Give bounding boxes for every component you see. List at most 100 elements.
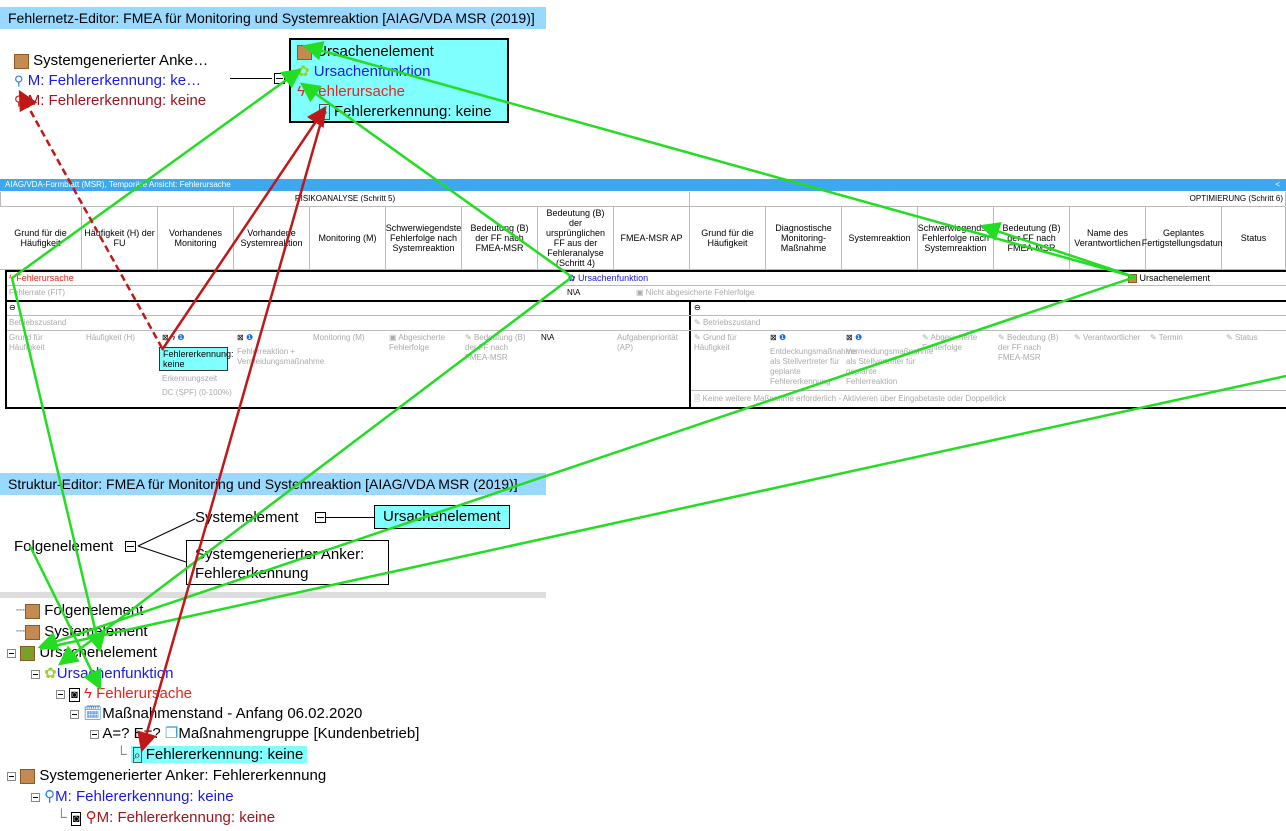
tree-item[interactable]: ┄ Systemelement [16, 623, 148, 640]
tree-item[interactable]: └ ◙ ⚲M: Fehlererkennung: keine [56, 809, 276, 826]
cell-fehlerreaktion[interactable]: Fehlerreaktion + Vermeidungsmaßnahme [237, 347, 324, 367]
tree-toggle[interactable] [56, 689, 65, 699]
focus-ursachenelement[interactable]: Ursachenelement [297, 43, 434, 61]
tree-selected[interactable]: ⌕ Fehlererkennung: keine [130, 746, 308, 763]
cell-dc[interactable]: DC (SPF) (0-100%) [162, 388, 232, 398]
col-header[interactable]: Bedeutung (B) der FF nach FMEA-MSR [994, 207, 1070, 270]
betriebszustand-cell[interactable]: Betriebszustand [9, 318, 66, 327]
col-header[interactable]: Monitoring (M) [310, 207, 386, 270]
cell-termin[interactable]: ✎ Termin [1150, 333, 1183, 342]
col-header[interactable]: Häufigkeit (H) der FU [82, 207, 158, 270]
cell-vermeidung[interactable]: Vermeidungsmaßnahme als Stellvertreter f… [846, 347, 933, 387]
focus-fehlererkennung[interactable]: ⌕ Fehlererkennung: keine [319, 103, 492, 121]
collapse-toggle[interactable] [274, 73, 285, 84]
nicht-abgesichert-cell[interactable]: ▣ Nicht abgesicherte Fehlerfolge [636, 288, 755, 297]
col-header[interactable]: Systemreaktion [842, 207, 918, 270]
cell-text: Monitoring (M) [313, 333, 365, 342]
tree-item[interactable]: Systemgenerierter Anker: Fehlererkennung [7, 766, 326, 786]
tree-toggle[interactable] [7, 648, 16, 658]
netz-left-item-anker[interactable]: Systemgenerierter Anke… [14, 52, 208, 70]
keine-weitere-cell[interactable]: 🗎 Keine weitere Maßnahme erforderlich - … [694, 394, 1007, 403]
cell-fehlererkennung[interactable]: Fehlererkennung: keine [159, 347, 234, 371]
cell-bedeutung[interactable]: ✎ Bedeutung (B) der FF nach FMEA-MSR [465, 333, 526, 362]
row-ursachenelement[interactable]: Ursachenelement [1128, 273, 1210, 284]
cell-text: Bedeutung (B) der FF nach FMEA-MSR [998, 333, 1059, 362]
col-header[interactable]: Vorhandene Systemreaktion [234, 207, 310, 270]
col-header[interactable]: Bedeutung (B) der FF nach FMEA-MSR [462, 207, 538, 270]
cell-abgesichert[interactable]: ▣ Abgesicherte Fehlerfolge [389, 333, 446, 352]
cell-ap[interactable]: Aufgabenpriorität (AP) [617, 333, 687, 353]
tree-item[interactable]: Ursachenelement [7, 643, 157, 663]
fehlerrate-cell[interactable]: Fehlerrate (FIT) [9, 288, 65, 297]
col-header[interactable]: Vorhandenes Monitoring [158, 207, 234, 270]
col-header[interactable]: Name des Verantwortlichen [1070, 207, 1146, 270]
col-header[interactable]: Bedeutung (B) der ursprünglichen FF aus … [538, 207, 614, 270]
cell-icons[interactable]: ⊠ ❶ [237, 333, 254, 342]
tree-toggle[interactable] [90, 729, 99, 739]
col-header[interactable]: Schwerwiegendste Fehlerfolge nach System… [386, 207, 462, 270]
cell-haeufigkeit[interactable]: Häufigkeit (H) [86, 333, 135, 342]
network-icon: ◙ [70, 812, 82, 826]
struktur-systemelement[interactable]: Systemelement [195, 509, 298, 527]
cell-na[interactable]: N\A [541, 333, 554, 342]
expand-icon[interactable]: ⊖ [9, 303, 16, 312]
row-fehlerursache[interactable]: ϟ Fehlerursache [9, 273, 74, 283]
struktur-ursachenelement[interactable]: Ursachenelement [374, 505, 510, 529]
tree-item[interactable]: ┄ Folgenelement [16, 602, 144, 619]
focus-ursachenfunktion[interactable]: ✿ Ursachenfunktion [297, 63, 430, 81]
cell-erkennungszeit[interactable]: Erkennungszeit [162, 374, 217, 383]
netz-left-item-monitoring[interactable]: ⚲ M: Fehlererkennung: ke… [14, 72, 201, 90]
betriebszustand-cell[interactable]: ✎ Betriebszustand [694, 318, 761, 327]
col-header-label: Bedeutung (B) der FF nach FMEA-MSR [1002, 223, 1061, 253]
focus-label: Ursachenfunktion [313, 63, 431, 80]
struktur-folgenelement[interactable]: Folgenelement [14, 538, 113, 556]
tree-item[interactable]: └ ⌕ Fehlererkennung: keine [116, 745, 308, 765]
cell-bedeutung-opt[interactable]: ✎ Bedeutung (B) der FF nach FMEA-MSR [998, 333, 1059, 362]
section-risk: RISIKOANALYSE (Schritt 5) [0, 192, 690, 207]
struktur-titlebar: Struktur-Editor: FMEA für Monitoring und… [0, 473, 546, 495]
cell-monitoring[interactable]: Monitoring (M) [313, 333, 365, 342]
tree-toggle[interactable] [7, 771, 16, 781]
focus-fehlerursache[interactable]: ϟ Fehlerursache [297, 83, 405, 101]
expand-icon[interactable]: ⊖ [694, 303, 701, 312]
col-header[interactable]: Status [1222, 207, 1286, 270]
cell-entdeckung[interactable]: Entdeckungsmaßnahme als Stellvertreter f… [770, 347, 857, 387]
collapse-button[interactable]: < [1275, 180, 1280, 189]
cell-status[interactable]: ✎ Status [1226, 333, 1258, 342]
cell-icons[interactable]: ⊠ ❶ [770, 333, 787, 342]
tree-item[interactable]: ⚲M: Fehlererkennung: keine [31, 787, 234, 807]
col-header[interactable]: Grund für die Häufigkeit [0, 207, 82, 270]
cell-icons[interactable]: ⊠ ❶ [846, 333, 863, 342]
collapse-toggle[interactable] [315, 512, 326, 523]
cell-text: DC (SPF) (0-100%) [162, 388, 232, 397]
netz-left-item-fehler[interactable]: ⚲ M: Fehlererkennung: keine [14, 92, 206, 110]
tree-item[interactable]: 🗓Maßnahmenstand - Anfang 06.02.2020 [70, 704, 362, 724]
col-header[interactable]: Diagnostische Monitoring-Maßnahme [766, 207, 842, 270]
element-icon [1128, 274, 1137, 284]
col-header-label: Schwerwiegendste Fehlerfolge nach System… [917, 223, 994, 253]
collapse-toggle[interactable] [125, 541, 136, 552]
cell-icons[interactable]: ⊠ ϟ ❶ [162, 333, 185, 342]
cell-grund[interactable]: Grund für Häufigkeit [9, 333, 79, 353]
splitter[interactable] [0, 592, 546, 598]
tree-toggle[interactable] [31, 792, 40, 802]
cell-grund-opt[interactable]: ✎ Grund für Häufigkeit [694, 333, 737, 352]
col-header[interactable]: FMEA-MSR AP [614, 207, 690, 270]
col-header[interactable]: Geplantes Fertigstellungsdatum [1142, 207, 1225, 270]
tree-toggle[interactable] [31, 669, 40, 679]
cell-verantwortlicher[interactable]: ✎ Verantwortlicher [1074, 333, 1141, 342]
netz-left-label: M: Fehlererkennung: ke… [27, 72, 202, 89]
cell-text: Abgesicherte Fehlerfolge [922, 333, 978, 352]
row-ursachenfunktion[interactable]: ✿ Ursachenfunktion [568, 273, 649, 283]
tree-item[interactable]: A=? E=? ❐Maßnahmengruppe [Kundenbetrieb] [90, 724, 419, 744]
col-header[interactable]: Grund für die Häufigkeit [690, 207, 766, 270]
tree-item[interactable]: ✿Ursachenfunktion [31, 664, 173, 684]
tree-toggle[interactable] [70, 709, 79, 719]
cell-abgesichert-opt[interactable]: ✎ Abgesicherte Fehlerfolge [922, 333, 978, 352]
tree-label: Folgenelement [44, 602, 144, 619]
tree-item[interactable]: ◙ ϟ Fehlerursache [56, 684, 192, 705]
col-header[interactable]: Schwerwiegendste Fehlerfolge nach System… [918, 207, 994, 270]
na-cell[interactable]: N\A [567, 288, 580, 297]
struktur-anker-box[interactable]: Systemgenerierter Anker: Fehlererkennung [186, 540, 389, 585]
focus-element-box[interactable]: Ursachenelement ✿ Ursachenfunktion ϟ Feh… [289, 38, 509, 123]
